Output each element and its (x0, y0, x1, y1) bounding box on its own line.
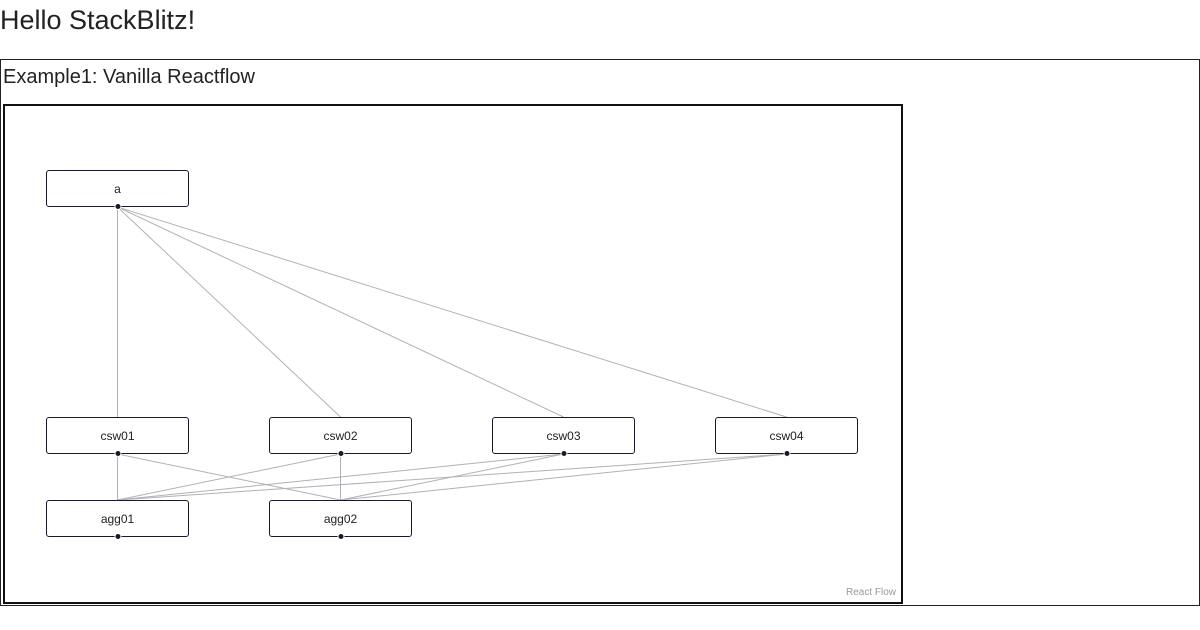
edge-a-csw04[interactable] (117, 206, 787, 418)
node-label: csw02 (323, 428, 358, 443)
node-label: agg02 (323, 511, 358, 526)
page-title: Hello StackBlitz! (0, 5, 196, 35)
node-a[interactable]: a (46, 170, 189, 210)
node-label: agg01 (100, 511, 135, 526)
example-container: Example1: Vanilla Reactflow a csw01 csw0… (0, 59, 1200, 606)
source-handle[interactable] (114, 533, 121, 540)
node-label: csw04 (769, 428, 804, 443)
node-label: csw03 (546, 428, 581, 443)
edge-csw03-agg01[interactable] (117, 453, 564, 501)
edges-layer (117, 206, 787, 501)
edge-a-csw03[interactable] (117, 206, 564, 418)
edge-csw04-agg01[interactable] (117, 453, 787, 501)
react-flow-canvas[interactable]: a csw01 csw02 csw03 csw04 agg01 agg02 R (3, 104, 903, 604)
node-csw03[interactable]: csw03 (492, 417, 635, 457)
node-label: csw01 (100, 428, 135, 443)
node-label: a (114, 181, 121, 196)
source-handle[interactable] (783, 450, 790, 457)
source-handle[interactable] (560, 450, 567, 457)
example-title: Example1: Vanilla Reactflow (3, 66, 255, 88)
node-csw02[interactable]: csw02 (269, 417, 412, 457)
node-agg01[interactable]: agg01 (46, 500, 189, 540)
edge-csw04-agg02[interactable] (340, 453, 787, 501)
source-handle[interactable] (114, 203, 121, 210)
edge-csw02-agg01[interactable] (117, 453, 341, 501)
source-handle[interactable] (337, 533, 344, 540)
node-agg02[interactable]: agg02 (269, 500, 412, 540)
react-flow-attribution[interactable]: React Flow (842, 585, 899, 600)
edge-a-csw02[interactable] (117, 206, 341, 418)
node-csw04[interactable]: csw04 (715, 417, 858, 457)
node-csw01[interactable]: csw01 (46, 417, 189, 457)
source-handle[interactable] (337, 450, 344, 457)
source-handle[interactable] (114, 450, 121, 457)
